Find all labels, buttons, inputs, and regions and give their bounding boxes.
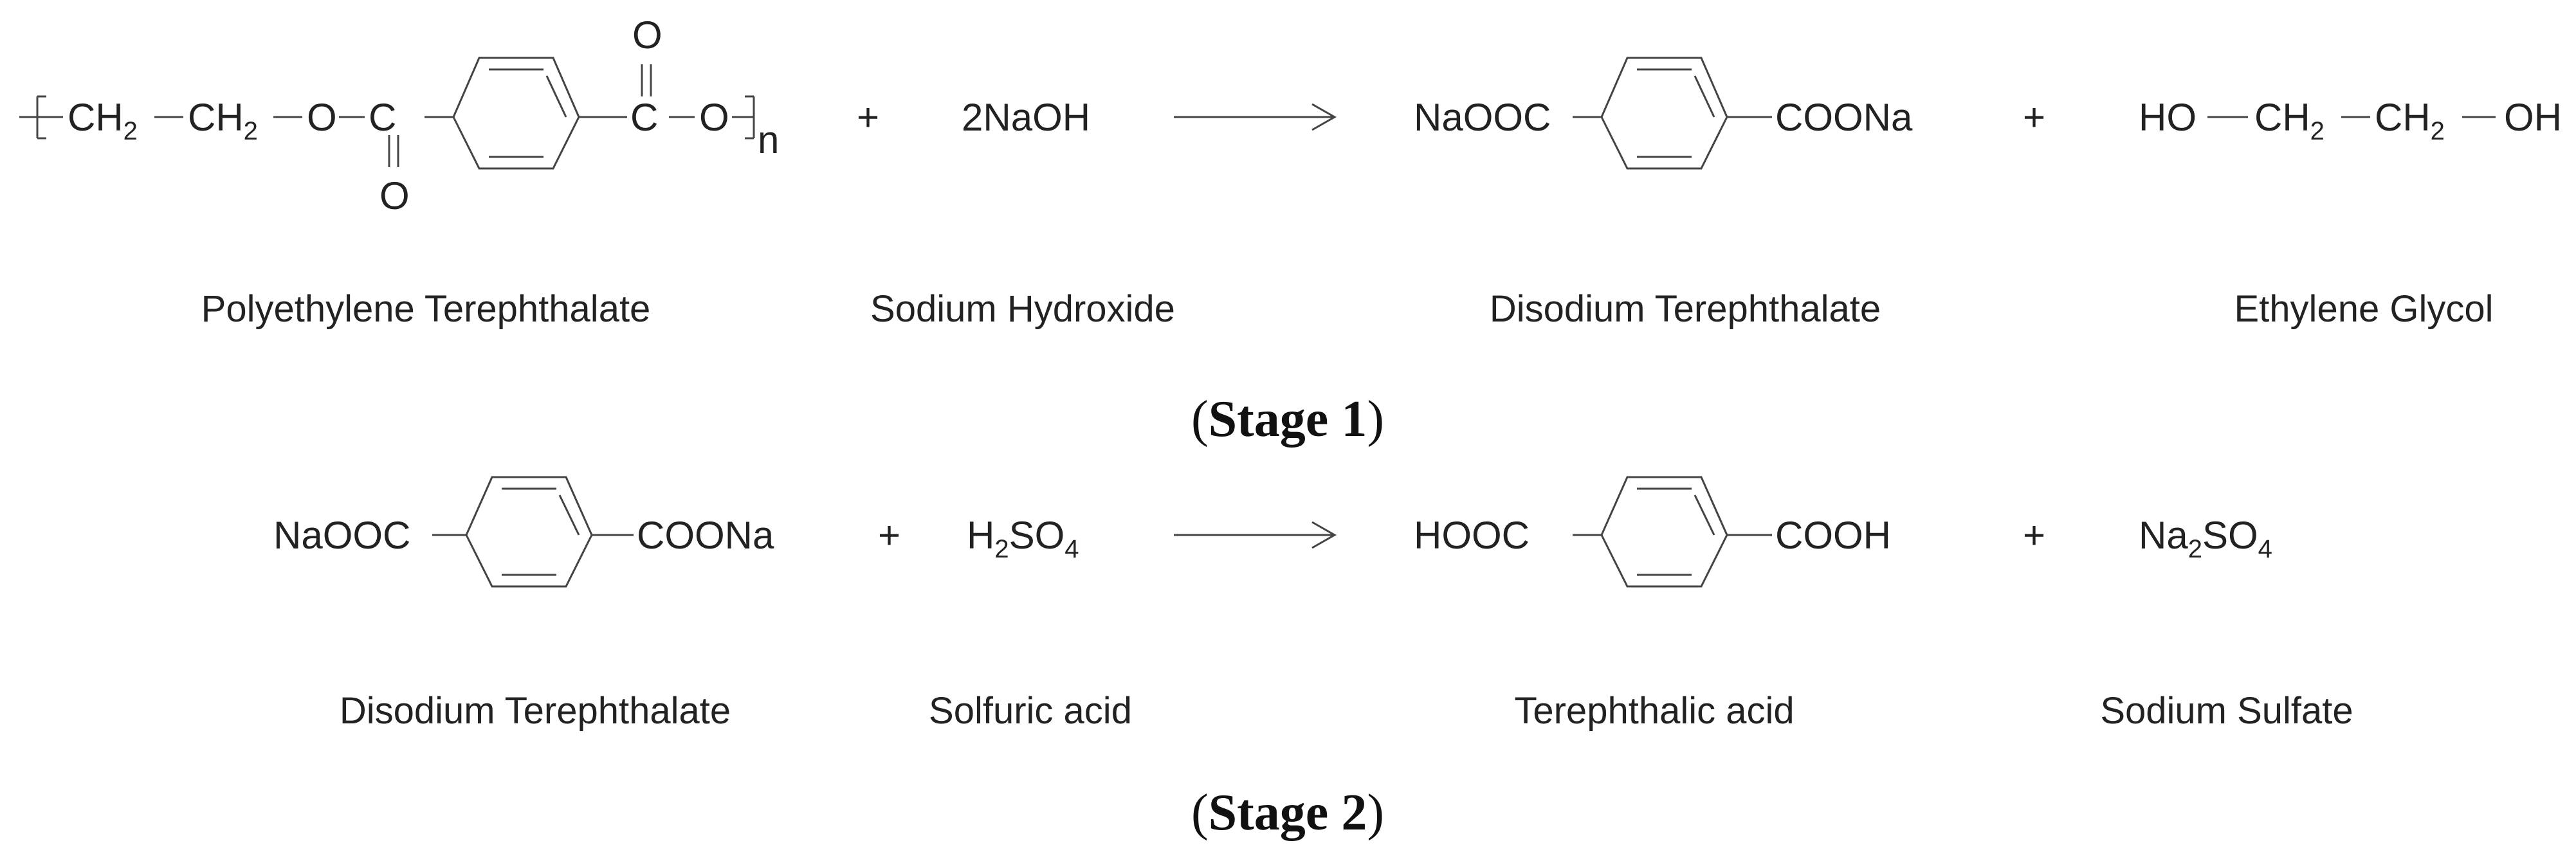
tpa-left-group: HOOC xyxy=(1414,514,1530,557)
pet-carbonyl-c-2: C xyxy=(630,96,658,139)
naoh-formula: 2NaOH xyxy=(962,96,1090,139)
glycol-ho: HO xyxy=(2139,96,2197,139)
stage-1-equation: CH2 CH2 O C O C O xyxy=(19,14,2562,217)
disodium-right-group-1: COONa xyxy=(1775,96,1913,139)
glycol-ch2-1: CH2 xyxy=(2254,96,2325,145)
ethylene-glycol-structure: HO CH2 CH2 OH xyxy=(2139,96,2562,145)
stage-2-labels: Disodium Terephthalate Solfuric acid Ter… xyxy=(340,690,2353,732)
na2so4-formula: Na2SO4 xyxy=(2139,514,2272,563)
disodium-left-group-2: NaOOC xyxy=(273,514,410,557)
stage-1-title: (Stage 1) xyxy=(1191,391,1384,448)
disodium-terephthalate-structure-1: NaOOC COONa xyxy=(1414,57,1913,170)
stage-2-title: (Stage 2) xyxy=(1191,784,1384,841)
stage1-reaction-arrow xyxy=(1174,103,1337,131)
disodium-right-group-2: COONa xyxy=(637,514,774,557)
pet-carbonyl-o-1: O xyxy=(379,174,410,217)
tpa-right-group: COOH xyxy=(1775,514,1891,557)
stage2-reaction-arrow xyxy=(1174,521,1337,549)
label-sodium-sulfate: Sodium Sulfate xyxy=(2100,690,2353,732)
label-sulfuric-acid: Solfuric acid xyxy=(929,690,1132,732)
h2so4-formula: H2SO4 xyxy=(967,514,1079,563)
label-disodium-terephthalate-1: Disodium Terephthalate xyxy=(1490,288,1881,330)
pet-benzene-ring xyxy=(452,57,580,170)
pet-ch2-2: CH2 xyxy=(188,96,258,145)
label-sodium-hydroxide: Sodium Hydroxide xyxy=(870,288,1175,330)
label-polyethylene-terephthalate: Polyethylene Terephthalate xyxy=(201,288,651,330)
pet-carbonyl-c-1: C xyxy=(369,96,396,139)
pet-ch2-1: CH2 xyxy=(68,96,138,145)
label-terephthalic-acid: Terephthalic acid xyxy=(1514,690,1794,732)
pet-oxygen-2: O xyxy=(699,96,729,139)
stage-1-labels: Polyethylene Terephthalate Sodium Hydrox… xyxy=(201,288,2494,330)
disodium-terephthalate-structure-2: NaOOC COONa xyxy=(273,476,774,588)
disodium-left-group-1: NaOOC xyxy=(1414,96,1551,139)
pet-carbonyl-o-2: O xyxy=(632,14,662,57)
terephthalic-acid-structure: HOOC COOH xyxy=(1414,476,1891,588)
label-disodium-terephthalate-2: Disodium Terephthalate xyxy=(340,690,731,732)
stage-2-equation: NaOOC COONa + H2SO4 HOOC COOH + Na2SO xyxy=(273,476,2272,588)
stage1-plus-2: + xyxy=(2023,96,2045,139)
glycol-oh: OH xyxy=(2504,96,2562,139)
stage2-plus-2: + xyxy=(2023,514,2045,557)
stage2-plus-1: + xyxy=(878,514,900,557)
pet-repeat-n: n xyxy=(758,118,779,161)
pet-oxygen-1: O xyxy=(307,96,337,139)
label-ethylene-glycol: Ethylene Glycol xyxy=(2234,288,2494,330)
glycol-ch2-2: CH2 xyxy=(2375,96,2445,145)
stage1-plus-1: + xyxy=(857,96,879,139)
pet-structure: CH2 CH2 O C O C O xyxy=(19,14,779,217)
